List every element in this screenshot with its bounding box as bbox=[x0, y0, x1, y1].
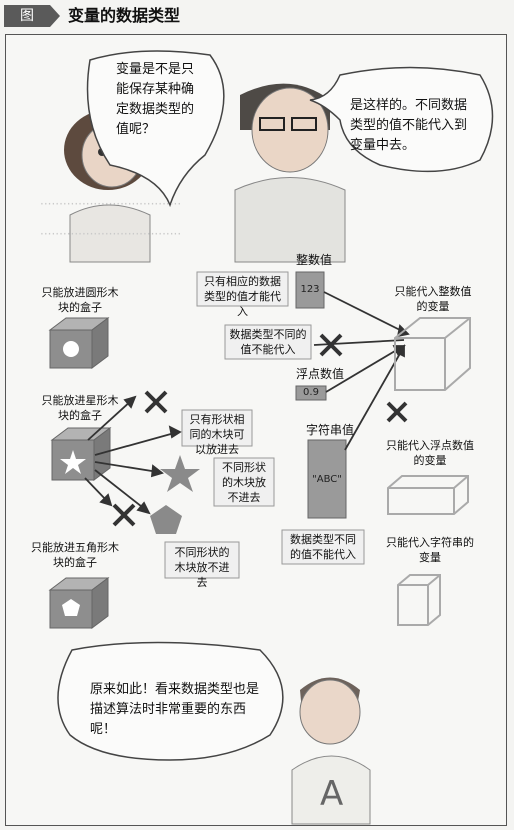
badge-arrow-icon bbox=[50, 5, 60, 27]
pentagon-box-label: 只能放进五角形木块的盒子 bbox=[31, 541, 119, 569]
value-arrows bbox=[313, 291, 410, 451]
matching-type-note: 只有相应的数据类型的值才能代入 bbox=[204, 275, 281, 318]
cross-icon bbox=[112, 333, 408, 527]
note-box bbox=[181, 409, 253, 447]
note-box bbox=[224, 324, 312, 360]
int-variable-label: 只能代入整数值的变量 bbox=[394, 285, 472, 313]
same-shape-note: 只有形状相同的木块可以放进去 bbox=[189, 413, 245, 456]
figure-title: 变量的数据类型 bbox=[68, 6, 181, 25]
string-value: "ABC" bbox=[312, 474, 342, 485]
girl-bubble-text: 变量是不是只能保存某种确定数据类型的值呢？ bbox=[116, 62, 195, 137]
float-value-title: 浮点数值 bbox=[296, 367, 345, 381]
float-value-box bbox=[295, 385, 327, 401]
different-shape-note-2: 不同形状的木块放不进去 bbox=[174, 546, 230, 589]
star-block-icon bbox=[160, 455, 200, 492]
round-box-label: 只能放进圆形木块的盒子 bbox=[41, 286, 119, 314]
int-value: 123 bbox=[300, 284, 320, 295]
boy-character: A bbox=[291, 677, 371, 825]
circle-hole-icon bbox=[63, 341, 79, 357]
string-value-title: 字符串值 bbox=[306, 423, 355, 437]
pentagon-box bbox=[48, 577, 110, 629]
note-box bbox=[281, 529, 365, 565]
pentagon-hole-icon bbox=[62, 599, 80, 616]
star-box bbox=[50, 427, 112, 481]
shape-arrows bbox=[84, 395, 182, 515]
man-character bbox=[234, 83, 346, 263]
svg-text:A: A bbox=[320, 774, 343, 814]
boy-speech-bubble bbox=[57, 641, 284, 761]
float-value: 0.9 bbox=[303, 387, 319, 398]
int-variable-cube bbox=[394, 317, 471, 391]
girl-speech-bubble bbox=[86, 50, 225, 208]
different-type-note-1: 数据类型不同的值不能代入 bbox=[229, 328, 307, 356]
background-text-2: ····································· bbox=[40, 227, 182, 241]
string-variable-cube bbox=[397, 574, 441, 626]
different-type-note-2: 数据类型不同的值不能代入 bbox=[290, 533, 356, 561]
int-value-title: 整数值 bbox=[296, 253, 333, 267]
round-box bbox=[48, 317, 110, 369]
background-text-1: ····································· bbox=[40, 197, 182, 211]
string-value-box bbox=[307, 439, 347, 519]
float-variable-cube bbox=[387, 475, 469, 515]
figure-header: 图 变量的数据类型 bbox=[0, 0, 514, 32]
float-variable-label: 只能代入浮点数值的变量 bbox=[386, 439, 474, 467]
note-box bbox=[213, 457, 275, 507]
star-hole-icon bbox=[60, 450, 86, 474]
note-box bbox=[164, 541, 240, 579]
note-box bbox=[196, 271, 289, 307]
boy-bubble-text: 原来如此！看来数据类型也是描述算法时非常重要的东西呢！ bbox=[90, 682, 260, 737]
int-value-box bbox=[295, 271, 325, 309]
star-box-label: 只能放进星形木块的盒子 bbox=[41, 394, 119, 422]
string-variable-label: 只能代入字符串的变量 bbox=[386, 536, 474, 564]
different-shape-note-1: 不同形状的木块放不进去 bbox=[222, 461, 266, 504]
pentagon-block-icon bbox=[150, 505, 182, 534]
man-bubble-text: 是这样的。不同数据类型的值不能代入到变量中去。 bbox=[350, 98, 468, 153]
figure-badge: 图 bbox=[4, 5, 50, 27]
man-speech-bubble bbox=[309, 66, 494, 173]
